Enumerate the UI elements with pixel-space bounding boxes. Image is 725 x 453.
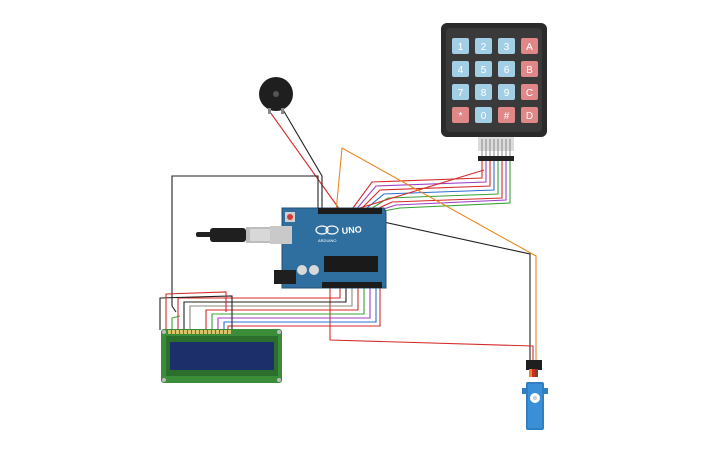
piezo-buzzer[interactable] — [259, 77, 293, 114]
keypad-key-1-3[interactable] — [521, 61, 538, 77]
keypad-key-label: 9 — [504, 88, 510, 99]
keypad-key-label: 7 — [458, 88, 464, 99]
keypad-key-label: D — [526, 111, 533, 122]
keypad-ribbon — [478, 137, 514, 151]
usb-cable — [196, 227, 274, 243]
keypad-key-1-2[interactable] — [498, 61, 515, 77]
keypad-key-label: * — [459, 111, 463, 122]
lcd-pins — [168, 330, 231, 334]
keypad-key-label: C — [526, 88, 533, 99]
keypad-key-3-0[interactable] — [452, 107, 469, 123]
lcd-wire-2 — [183, 286, 347, 330]
buzzer-wire-black — [281, 107, 323, 212]
keypad-keys: 1 2 3 A 4 5 6 B 7 8 9 C * 0 # D — [452, 38, 538, 123]
lcd-wire-1 — [177, 286, 341, 330]
lcd-ground-loop — [159, 295, 233, 330]
arduino-logo-icon — [315, 225, 329, 235]
keypad-wire-7 — [373, 158, 507, 213]
keypad-key-label: 6 — [504, 65, 510, 76]
keypad-wire-8 — [377, 158, 511, 213]
keypad-key-3-1[interactable] — [475, 107, 492, 123]
keypad-wire-long-red — [339, 169, 485, 215]
keypad-key-0-0[interactable] — [452, 38, 469, 54]
servo-ground-wire — [355, 215, 531, 362]
keypad-key-label: A — [526, 42, 533, 53]
keypad-key-1-0[interactable] — [452, 61, 469, 77]
board-model-label: UNO — [341, 224, 362, 236]
keypad-key-1-1[interactable] — [475, 61, 492, 77]
keypad-key-label: # — [504, 111, 510, 122]
arduino-uno-board[interactable]: UNO ARDUINO — [270, 207, 387, 289]
keypad-key-0-1[interactable] — [475, 38, 492, 54]
servo-power-wire — [329, 286, 534, 362]
lcd-wire-8 — [227, 286, 381, 330]
keypad-key-3-2[interactable] — [498, 107, 515, 123]
keypad-key-label: 8 — [481, 88, 487, 99]
ground-wire-loop — [171, 175, 319, 313]
keypad-pins — [481, 139, 511, 159]
usb-jack — [270, 226, 292, 244]
keypad-key-3-3[interactable] — [521, 107, 538, 123]
lcd-wire-3 — [189, 286, 353, 330]
power-jack — [274, 270, 296, 284]
keypad-key-label: 2 — [481, 42, 487, 53]
wires — [159, 107, 537, 362]
keypad-key-0-2[interactable] — [498, 38, 515, 54]
keypad-key-label: 3 — [504, 42, 510, 53]
keypad-key-label: 0 — [481, 111, 487, 122]
keypad-key-2-0[interactable] — [452, 84, 469, 100]
lcd-contrast-loop — [171, 315, 181, 330]
microcontroller-chip — [324, 256, 378, 272]
keypad-key-label: 4 — [458, 65, 464, 76]
servo-signal-wire — [335, 147, 537, 362]
lcd-screen — [170, 342, 274, 370]
keypad-key-2-2[interactable] — [498, 84, 515, 100]
keypad-wire-2 — [353, 158, 487, 213]
keypad-wire-6 — [369, 158, 503, 213]
lcd-wire-7 — [223, 286, 377, 330]
board-brand-label: ARDUINO — [318, 238, 336, 243]
keypad-4x4[interactable]: 1 2 3 A 4 5 6 B 7 8 9 C * 0 # D — [441, 23, 547, 161]
buzzer-wire-red — [269, 111, 341, 211]
digital-header — [318, 208, 382, 214]
keypad-key-2-3[interactable] — [521, 84, 538, 100]
keypad-wire-1 — [349, 158, 483, 213]
keypad-wire-5 — [365, 158, 499, 213]
keypad-key-label: 1 — [458, 42, 464, 53]
keypad-key-2-1[interactable] — [475, 84, 492, 100]
lcd-wire-4 — [205, 286, 359, 330]
lcd-wire-5 — [211, 286, 365, 330]
lcd-16x2-display[interactable] — [161, 329, 282, 383]
keypad-wire-4 — [361, 158, 495, 213]
keypad-key-label: 5 — [481, 65, 487, 76]
keypad-key-0-3[interactable] — [521, 38, 538, 54]
micro-servo[interactable] — [522, 360, 548, 430]
keypad-wire-3 — [357, 158, 491, 213]
lcd-wire-6 — [217, 286, 371, 330]
keypad-key-label: B — [526, 65, 533, 76]
lcd-power-loop — [165, 291, 227, 330]
analog-header — [322, 282, 382, 288]
